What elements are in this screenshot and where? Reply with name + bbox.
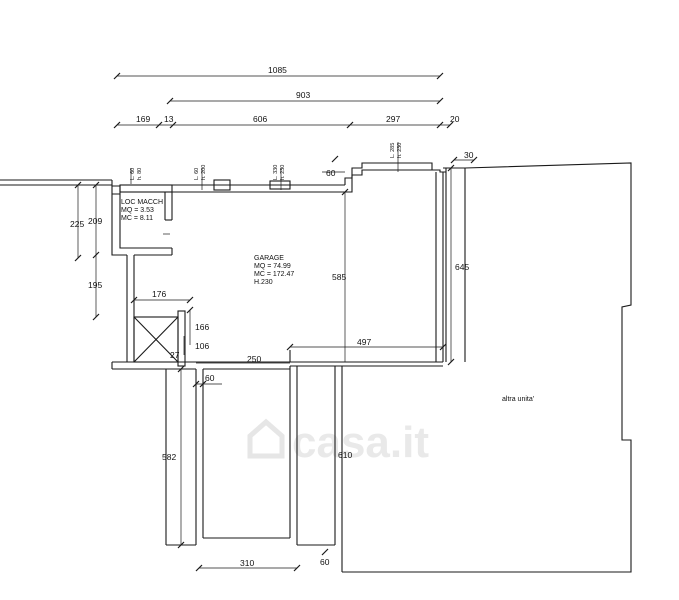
window-2-width: L. 60 xyxy=(194,168,200,180)
left-dimensions: 225 209 195 582 xyxy=(70,181,185,549)
dim-585: 585 xyxy=(332,272,346,282)
dim-60-bottom: 60 xyxy=(320,557,330,567)
dim-582: 582 xyxy=(162,452,176,462)
room-name: LOC MACCH xyxy=(121,199,163,206)
dim-30: 30 xyxy=(464,150,474,160)
watermark-text: casa.it xyxy=(292,418,429,467)
dim-250: 250 xyxy=(247,354,261,364)
room-loc-macch: LOC MACCH MQ = 3.53 MC = 8.11 xyxy=(121,199,170,235)
window-2-height: h. 200 xyxy=(201,165,207,180)
room-name: altra unita' xyxy=(502,396,534,403)
dim-60-top: 60 xyxy=(326,168,336,178)
dim-27: 27 xyxy=(170,350,180,360)
dim-60-corridor: 60 xyxy=(205,373,215,383)
room-height: H.230 xyxy=(254,279,273,286)
window-4-height: h. 230 xyxy=(397,143,403,158)
dim-1085: 1085 xyxy=(268,65,287,75)
room-area: MQ = 3.53 xyxy=(121,207,154,214)
room-volume: MC = 8.11 xyxy=(121,215,153,222)
dim-195: 195 xyxy=(88,280,102,290)
dim-169: 169 xyxy=(136,114,150,124)
dim-166: 166 xyxy=(195,322,209,332)
top-dimensions: 1085 903 169 13 606 297 20 30 xyxy=(113,65,478,164)
house-logo-icon xyxy=(247,418,285,459)
room-area: MQ = 74.99 xyxy=(254,263,291,270)
window-4-width: L. 285 xyxy=(390,143,396,158)
window-1-width: L. 60 xyxy=(130,168,136,180)
room-volume: MC = 172.47 xyxy=(254,271,294,278)
window-3-height: h. 230 xyxy=(280,165,286,180)
dim-903: 903 xyxy=(296,90,310,100)
dim-497: 497 xyxy=(357,337,371,347)
window-labels: L. 60 h. 80 L. 60 h. 200 L. 330 h. 230 L… xyxy=(130,142,403,190)
dim-13: 13 xyxy=(164,114,174,124)
room-garage: GARAGE MQ = 74.99 MC = 172.47 H.230 xyxy=(254,255,294,286)
dim-225: 225 xyxy=(70,219,84,229)
dim-606: 606 xyxy=(253,114,267,124)
watermark: casa.it xyxy=(247,418,429,467)
dim-209: 209 xyxy=(88,216,102,226)
dim-176: 176 xyxy=(152,289,166,299)
dim-310: 310 xyxy=(240,558,254,568)
room-name: GARAGE xyxy=(254,255,284,262)
inner-dimensions: 176 166 106 27 250 60 60 585 497 610 645 xyxy=(130,155,469,572)
dim-645: 645 xyxy=(455,262,469,272)
window-3-width: L. 330 xyxy=(273,165,279,180)
dim-297: 297 xyxy=(386,114,400,124)
room-other-unit: altra unita' xyxy=(502,396,534,403)
window-1-height: h. 80 xyxy=(137,168,143,180)
dim-106: 106 xyxy=(195,341,209,351)
dim-610: 610 xyxy=(338,450,352,460)
dim-20: 20 xyxy=(450,114,460,124)
